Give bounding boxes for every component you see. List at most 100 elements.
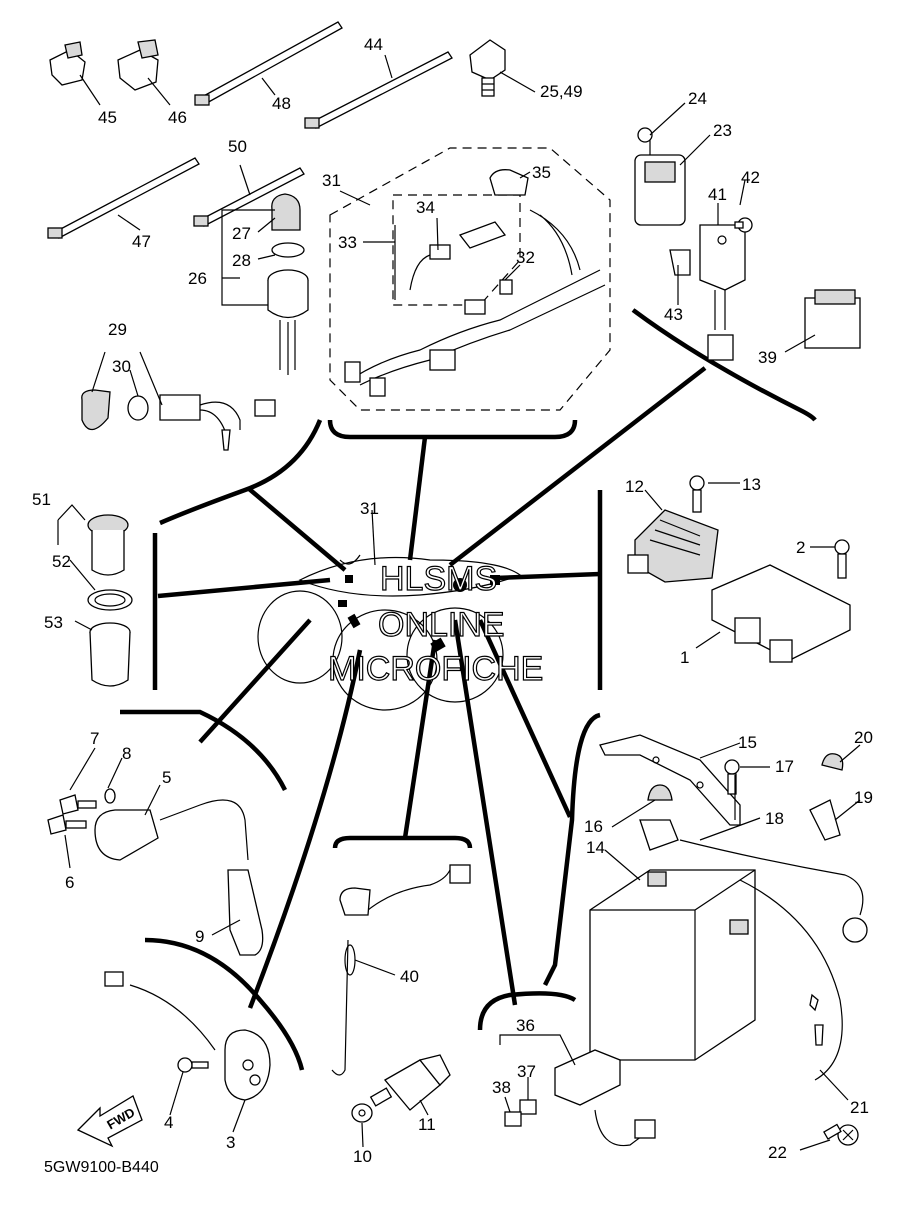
callout-23: 23 (713, 121, 732, 140)
wire-harness-dashed-box (329, 147, 611, 411)
part-neutral-switch-40 (331, 864, 471, 1076)
watermark-line-1: HLSMS (380, 560, 497, 598)
part-washer-10 (351, 1103, 373, 1123)
callout-39: 39 (758, 348, 777, 367)
callout-46: 46 (168, 108, 187, 127)
part-fuse-37 (519, 1099, 537, 1115)
part-bolt-22 (823, 1123, 859, 1146)
part-flasher-36 (554, 1049, 656, 1147)
callout-34: 34 (416, 198, 435, 217)
group-bracket-lines (120, 308, 817, 1071)
callout-45: 45 (98, 108, 117, 127)
callout-47: 47 (132, 232, 151, 251)
callout-17: 17 (775, 757, 794, 776)
callout-11: 11 (418, 1115, 436, 1134)
part-pickup-coil-3 (104, 971, 271, 1101)
part-bracket-43 (669, 249, 691, 276)
part-grommet-16 (647, 784, 673, 801)
callout-31-center: 31 (360, 499, 379, 518)
watermark-line-2: ONLINE (378, 606, 505, 644)
callout-10: 10 (353, 1147, 372, 1166)
callout-15: 15 (738, 733, 757, 752)
callout-4: 4 (164, 1113, 173, 1132)
callout-28: 28 (232, 251, 251, 270)
group-leader-lines (157, 366, 707, 1009)
callout-33: 33 (338, 233, 357, 252)
part-bolt-13 (689, 475, 705, 513)
callout-29: 29 (108, 320, 127, 339)
callout-8: 8 (122, 744, 131, 763)
callout-53: 53 (44, 613, 63, 632)
callout-36: 36 (516, 1016, 535, 1035)
watermark: HLSMS ONLINE MICROFICHE (327, 559, 544, 688)
callout-19: 19 (854, 788, 873, 807)
callout-50: 50 (228, 137, 247, 156)
callout-40: 40 (400, 967, 419, 986)
part-cable-tie-48 (194, 21, 343, 106)
callout-labels: 45 46 48 44 25,49 47 50 27 28 26 29 30 3… (32, 35, 873, 1166)
callout-21: 21 (850, 1098, 869, 1117)
callout-41: 41 (708, 185, 727, 204)
watermark-line-3: MICROFICHE (328, 650, 543, 688)
callout-25-49: 25,49 (540, 82, 583, 101)
callout-27: 27 (232, 224, 251, 243)
callout-22: 22 (768, 1143, 787, 1162)
part-battery-band-15 (599, 734, 741, 826)
callout-13: 13 (742, 475, 761, 494)
callout-44: 44 (364, 35, 383, 54)
part-battery-14 (589, 869, 756, 1061)
part-cover-19 (809, 799, 841, 841)
callout-12: 12 (625, 477, 644, 496)
part-clip-25-49 (469, 39, 506, 97)
callout-2: 2 (796, 538, 805, 557)
vehicle-outline (257, 554, 522, 711)
part-screw-4 (177, 1057, 209, 1073)
part-headlight-bulb (81, 389, 241, 451)
callout-31: 31 (322, 171, 341, 190)
callout-9: 9 (195, 927, 204, 946)
part-starter-relay (634, 127, 686, 226)
part-plug-cap-9 (227, 869, 264, 956)
callout-26: 26 (188, 269, 207, 288)
part-socket-51 (87, 514, 129, 576)
part-cable-21 (739, 879, 843, 1081)
part-cable-tie-47 (47, 157, 200, 239)
callout-3: 3 (226, 1133, 235, 1152)
part-bolt-6 (47, 814, 87, 835)
callout-37: 37 (517, 1062, 536, 1081)
callout-18: 18 (765, 809, 784, 828)
part-bolt-42 (734, 217, 753, 233)
callout-42: 42 (741, 168, 760, 187)
callout-43: 43 (664, 305, 683, 324)
part-unit-39 (804, 289, 861, 349)
part-clip-45 (49, 41, 86, 86)
part-fuse-35 (489, 169, 529, 196)
part-bolt-2 (834, 539, 850, 579)
part-nut-20 (821, 753, 844, 771)
part-relay-41 (699, 224, 746, 361)
part-wire-harness-31 (344, 209, 606, 397)
callout-20: 20 (854, 728, 873, 747)
part-fuse-38 (504, 1111, 522, 1127)
callout-52: 52 (52, 552, 71, 571)
callout-30: 30 (112, 357, 131, 376)
part-ring-52 (87, 589, 133, 611)
callout-24: 24 (688, 89, 707, 108)
callout-5: 5 (162, 768, 171, 787)
callout-51: 51 (32, 490, 51, 509)
callout-16: 16 (584, 817, 603, 836)
diagram-code: 5GW9100-B440 (44, 1159, 159, 1176)
part-cable-tie-50 (193, 167, 305, 227)
part-bolt-7 (59, 794, 97, 815)
part-rectifier-regulator-12 (627, 509, 719, 583)
part-sleeve-53 (89, 622, 131, 687)
callout-35: 35 (532, 163, 551, 182)
part-battery-cable-18 (639, 819, 868, 943)
part-bolt-17 (724, 759, 740, 795)
part-ignition-coil-5 (94, 799, 249, 861)
part-sensor-11 (369, 1054, 451, 1111)
part-main-switch (254, 193, 309, 417)
part-cable-tie-44 (304, 51, 453, 129)
callout-14: 14 (586, 838, 605, 857)
